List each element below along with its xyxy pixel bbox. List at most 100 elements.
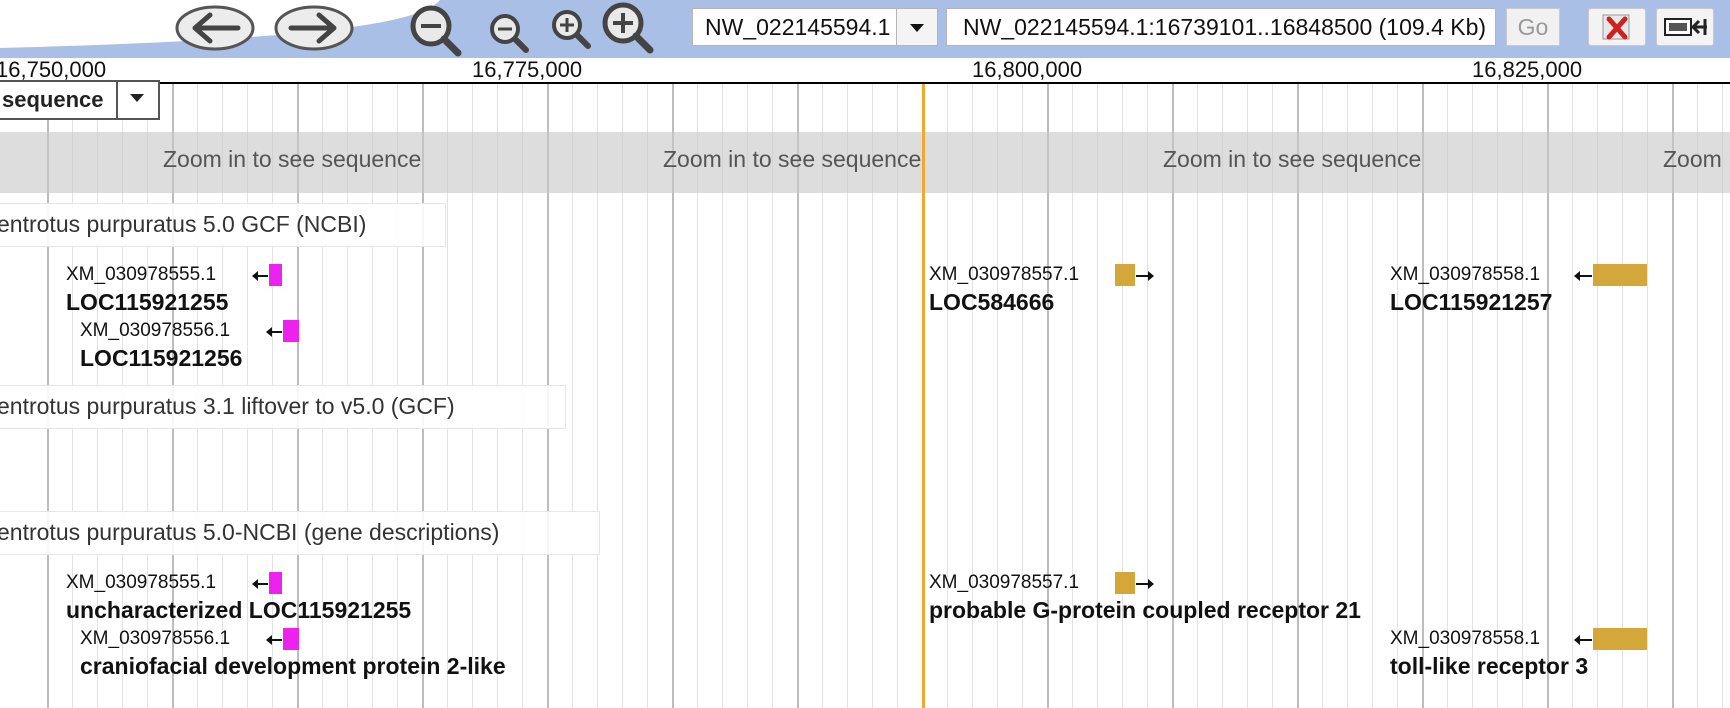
zoom-in-large-icon[interactable] [598, 0, 656, 58]
arrow-right-icon[interactable] [273, 4, 355, 57]
minor-grid-line [772, 84, 773, 708]
minus-strand-arrow [1574, 635, 1592, 645]
track-label-gcf-ncbi[interactable]: entrotus purpuratus 5.0 GCF (NCBI) [0, 203, 446, 247]
zoom-in-message: Zoom in to see sequence [163, 146, 422, 172]
minor-grid-line [1522, 84, 1523, 708]
minor-grid-line [1272, 84, 1273, 708]
gene-feature[interactable] [269, 264, 282, 286]
close-x-icon[interactable] [1588, 8, 1646, 46]
feature-name[interactable]: LOC115921257 [1390, 289, 1553, 315]
feature-id[interactable]: XM_030978556.1 [80, 320, 231, 341]
minor-grid-line [1147, 84, 1148, 708]
gene-feature[interactable] [1115, 264, 1135, 286]
minor-grid-line [622, 84, 623, 708]
zoom-in-message: Zoom [1663, 146, 1722, 172]
sequence-track-band [0, 132, 1730, 193]
minor-grid-line [747, 84, 748, 708]
minor-grid-line [1447, 84, 1448, 708]
feature-id[interactable]: XM_030978555.1 [66, 572, 217, 593]
minor-grid-line [697, 84, 698, 708]
minor-grid-line [1722, 84, 1723, 708]
major-grid-line [1172, 84, 1174, 708]
feature-name[interactable]: LOC115921255 [66, 289, 229, 315]
minus-strand-arrow [252, 579, 268, 589]
ruler-tick-label: 16,825,000 [1472, 57, 1583, 82]
location-search-input[interactable]: NW_022145594.1:16739101..16848500 (109.4… [946, 8, 1496, 46]
zoom-in-message: Zoom in to see sequence [663, 146, 922, 172]
minus-strand-arrow [266, 327, 282, 337]
gene-feature[interactable] [1593, 628, 1647, 650]
major-grid-line [1672, 84, 1674, 708]
minor-grid-line [1597, 84, 1598, 708]
minor-grid-line [972, 84, 973, 708]
minor-grid-line [847, 84, 848, 708]
minor-grid-line [1472, 84, 1473, 708]
sequence-track-label[interactable]: sequence [0, 80, 160, 120]
gene-feature[interactable] [269, 572, 282, 594]
minor-grid-line [1322, 84, 1323, 708]
major-grid-line [672, 84, 674, 708]
minor-grid-line [997, 84, 998, 708]
ruler-tick-label: 16,775,000 [472, 57, 583, 82]
minor-grid-line [1197, 84, 1198, 708]
minor-grid-line [1247, 84, 1248, 708]
major-grid-line [1297, 84, 1299, 708]
zoom-out-large-icon[interactable] [406, 2, 464, 58]
collapse-panel-icon[interactable] [1656, 8, 1714, 46]
minor-grid-line [1697, 84, 1698, 708]
toolbar: NW_022145594.1 NW_022145594.1:16739101..… [0, 0, 1730, 58]
minus-strand-arrow [252, 271, 268, 281]
minor-grid-line [1097, 84, 1098, 708]
zoom-out-icon[interactable] [486, 10, 532, 58]
feature-name[interactable]: toll-like receptor 3 [1390, 653, 1589, 679]
minor-grid-line [1397, 84, 1398, 708]
feature-id[interactable]: XM_030978555.1 [66, 264, 217, 285]
gene-feature[interactable] [283, 628, 299, 650]
minor-grid-line [597, 84, 598, 708]
major-grid-line [1047, 84, 1049, 708]
major-grid-line [1547, 84, 1549, 708]
track-label-gene-descriptions[interactable]: entrotus purpuratus 5.0-NCBI (gene descr… [0, 511, 600, 555]
feature-id[interactable]: XM_030978557.1 [929, 264, 1080, 285]
minus-strand-arrow [1574, 271, 1592, 281]
minor-grid-line [572, 84, 573, 708]
major-grid-line [1422, 84, 1424, 708]
track-label-liftover[interactable]: entrotus purpuratus 3.1 liftover to v5.0… [0, 385, 566, 429]
gene-feature[interactable] [283, 320, 299, 342]
minor-grid-line [1647, 84, 1648, 708]
highlight-marker-line [922, 84, 925, 708]
feature-id[interactable]: XM_030978557.1 [929, 572, 1080, 593]
feature-name[interactable]: uncharacterized LOC115921255 [66, 597, 412, 623]
minor-grid-line [1622, 84, 1623, 708]
sequence-track-label-text: sequence [2, 87, 104, 112]
zoom-in-icon[interactable] [548, 6, 594, 57]
track-area[interactable]: Zoom in to see sequence Zoom in to see s… [0, 80, 1730, 708]
minor-grid-line [1572, 84, 1573, 708]
chevron-down-icon[interactable] [116, 82, 158, 118]
feature-name[interactable]: craniofacial development protein 2-like [80, 653, 506, 679]
minor-grid-line [872, 84, 873, 708]
minor-grid-line [1072, 84, 1073, 708]
reference-sequence-value: NW_022145594.1 [705, 14, 891, 40]
minor-grid-line [947, 84, 948, 708]
feature-name[interactable]: LOC115921256 [80, 345, 243, 371]
minor-grid-line [1497, 84, 1498, 708]
ruler-tick-label: 16,800,000 [972, 57, 1083, 82]
minor-grid-line [1022, 84, 1023, 708]
major-grid-line [797, 84, 799, 708]
feature-id[interactable]: XM_030978558.1 [1390, 628, 1541, 649]
gene-feature[interactable] [1593, 264, 1647, 286]
minus-strand-arrow [266, 635, 282, 645]
feature-name[interactable]: LOC584666 [929, 289, 1055, 315]
arrow-left-icon[interactable] [174, 4, 256, 57]
go-button[interactable]: Go [1506, 8, 1560, 46]
plus-strand-arrow [1136, 579, 1154, 589]
minor-grid-line [647, 84, 648, 708]
feature-id[interactable]: XM_030978558.1 [1390, 264, 1541, 285]
feature-name[interactable]: probable G-protein coupled receptor 21 [929, 597, 1361, 623]
minor-grid-line [897, 84, 898, 708]
chevron-down-icon[interactable] [896, 9, 937, 45]
reference-sequence-select[interactable]: NW_022145594.1 [692, 8, 938, 46]
gene-feature[interactable] [1115, 572, 1135, 594]
feature-id[interactable]: XM_030978556.1 [80, 628, 231, 649]
